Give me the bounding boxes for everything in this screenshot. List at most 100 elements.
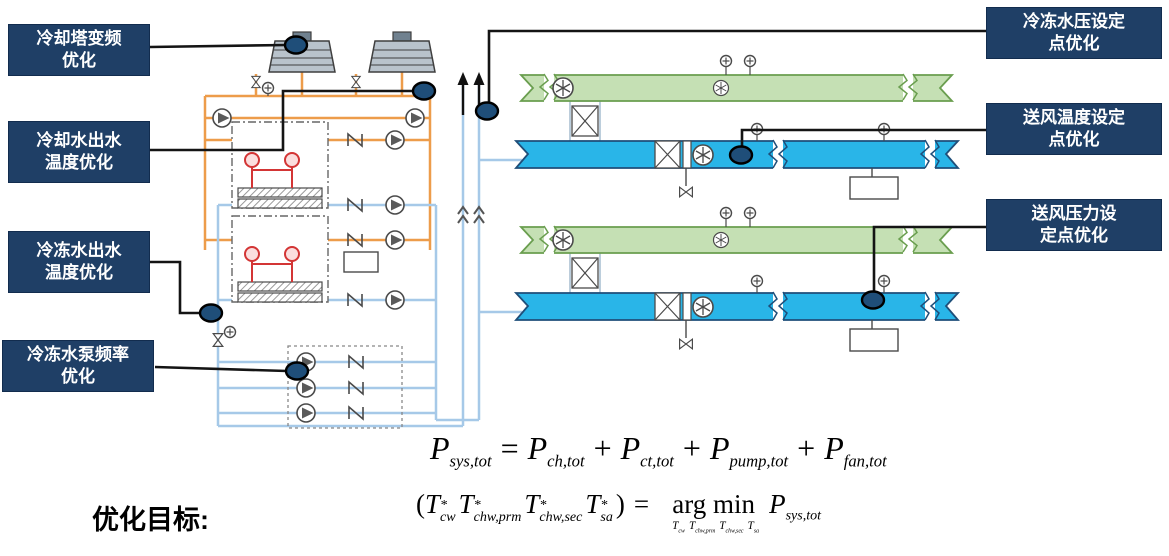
duct-break-icon bbox=[919, 139, 940, 169]
secondary-pump-icon bbox=[296, 403, 316, 423]
eq-op: = bbox=[633, 489, 650, 519]
chiller-1 bbox=[231, 121, 329, 209]
tank bbox=[343, 251, 379, 273]
sensor-icon bbox=[743, 54, 757, 68]
eq-sub: sys,tot bbox=[785, 507, 822, 524]
compressor-icon bbox=[284, 246, 300, 262]
duct-break-icon bbox=[767, 139, 788, 169]
callout-line: 冷冻水出水 bbox=[36, 240, 122, 260]
compressor-icon bbox=[244, 246, 260, 262]
tower-valve-icon bbox=[351, 75, 361, 89]
eq-supsub: *sa bbox=[600, 496, 613, 526]
eq-supsub: *cw bbox=[440, 496, 456, 526]
callout-line: 冷冻水泵频率 bbox=[27, 344, 129, 364]
eq-op: + bbox=[682, 430, 701, 466]
equation-total-power: Psys,tot=Pch,tot+Pct,tot+Ppump,tot+Pfan,… bbox=[430, 430, 887, 471]
isolation-valve-icon bbox=[212, 333, 224, 347]
callout-line: 温度优化 bbox=[45, 263, 113, 282]
eq-sub: fan,tot bbox=[843, 451, 887, 471]
pump-icon bbox=[385, 195, 405, 215]
point-supply-pressure bbox=[860, 290, 886, 310]
exhaust-fan-icon bbox=[712, 79, 730, 97]
sensor-icon bbox=[719, 54, 733, 68]
point-chw-pressure bbox=[474, 101, 500, 121]
eq-supsub: *chw,prm bbox=[473, 496, 522, 526]
ahu-coil bbox=[682, 140, 692, 169]
eq-term: T bbox=[458, 489, 474, 519]
callout-supply-temp-setpoint: 送风温度设定 点优化 bbox=[986, 103, 1162, 155]
eq-term: P bbox=[824, 430, 844, 466]
point-supply-temp bbox=[728, 145, 754, 165]
eq-term: T bbox=[425, 489, 441, 519]
callout-line: 冷冻水压设定 bbox=[1023, 11, 1125, 31]
compressor-icon bbox=[284, 152, 300, 168]
callout-line: 冷却水出水 bbox=[36, 130, 122, 150]
eq-term: P bbox=[620, 430, 641, 466]
objective-heading: 优化目标: bbox=[92, 505, 209, 535]
compressor-icon bbox=[244, 152, 260, 168]
eq-paren: ) bbox=[615, 489, 625, 519]
secondary-pump-bank bbox=[287, 345, 403, 429]
eq-sub: sys,tot bbox=[449, 451, 492, 471]
ahu-filter-icon bbox=[654, 140, 681, 169]
eq-term: P bbox=[709, 430, 730, 466]
eq-term: P bbox=[527, 430, 548, 466]
eq-sub: ct,tot bbox=[640, 451, 674, 471]
callout-supply-pressure-setpoint: 送风压力设 定点优化 bbox=[986, 199, 1162, 251]
callout-line: 优化 bbox=[61, 367, 95, 386]
callout-line: 点优化 bbox=[1048, 34, 1100, 53]
chiller-2 bbox=[231, 215, 329, 303]
callout-pump-frequency: 冷冻水泵频率 优化 bbox=[2, 340, 154, 392]
riser-flow-chevrons bbox=[457, 205, 485, 224]
cooling-tower-icon bbox=[368, 31, 436, 73]
ahu-section bbox=[513, 54, 961, 200]
point-pump-frequency bbox=[284, 361, 310, 381]
callout-chw-pressure-setpoint: 冷冻水压设定 点优化 bbox=[986, 7, 1162, 59]
ahu-section-2 bbox=[516, 208, 958, 352]
return-fan-icon bbox=[552, 77, 574, 99]
secondary-pump-icon bbox=[296, 378, 316, 398]
sensor-icon bbox=[261, 81, 275, 95]
callout-line: 温度优化 bbox=[45, 153, 113, 172]
sensor-icon bbox=[223, 325, 237, 339]
callout-line: 送风压力设 bbox=[1031, 203, 1117, 223]
supply-fan-icon bbox=[692, 144, 714, 166]
vav-box bbox=[849, 176, 899, 200]
mixing-damper-icon bbox=[571, 105, 599, 137]
measurement-points bbox=[198, 35, 886, 381]
point-condenser-outlet bbox=[411, 81, 437, 101]
tower-valve-icon bbox=[251, 75, 261, 89]
callout-line: 定点优化 bbox=[1040, 226, 1108, 245]
eq-paren: ( bbox=[416, 489, 425, 519]
pump-icon bbox=[385, 230, 405, 250]
callout-chilled-water-temp: 冷冻水出水 温度优化 bbox=[8, 231, 150, 293]
callout-condenser-water-temp: 冷却水出水 温度优化 bbox=[8, 121, 150, 183]
duct-break-icon bbox=[897, 73, 918, 102]
condenser-pump-icon bbox=[212, 108, 232, 128]
eq-term: P bbox=[430, 430, 450, 466]
callout-line: 点优化 bbox=[1048, 130, 1100, 149]
condenser-water-pipes bbox=[203, 72, 432, 250]
pump-icon bbox=[385, 130, 405, 150]
point-chilled-outlet bbox=[198, 303, 224, 323]
coil-valve-icon bbox=[678, 186, 694, 198]
callout-cooling-tower-vfd: 冷却塔变频 优化 bbox=[8, 24, 150, 76]
return-air-duct bbox=[518, 74, 955, 102]
eq-op: + bbox=[593, 430, 612, 466]
condenser-pump-icon bbox=[405, 108, 425, 128]
eq-supsub: *chw,sec bbox=[539, 496, 583, 526]
eq-op: = bbox=[500, 430, 519, 466]
callout-line: 冷却塔变频 bbox=[36, 28, 122, 48]
eq-term: T bbox=[524, 489, 540, 519]
eq-sub: pump,tot bbox=[729, 451, 789, 471]
eq-term: T bbox=[585, 489, 601, 519]
callout-connectors bbox=[149, 29, 986, 373]
eq-op: + bbox=[797, 430, 816, 466]
point-cooling-tower bbox=[283, 35, 309, 55]
eq-sub: ch,tot bbox=[547, 451, 585, 471]
chiller-plant bbox=[203, 31, 522, 429]
